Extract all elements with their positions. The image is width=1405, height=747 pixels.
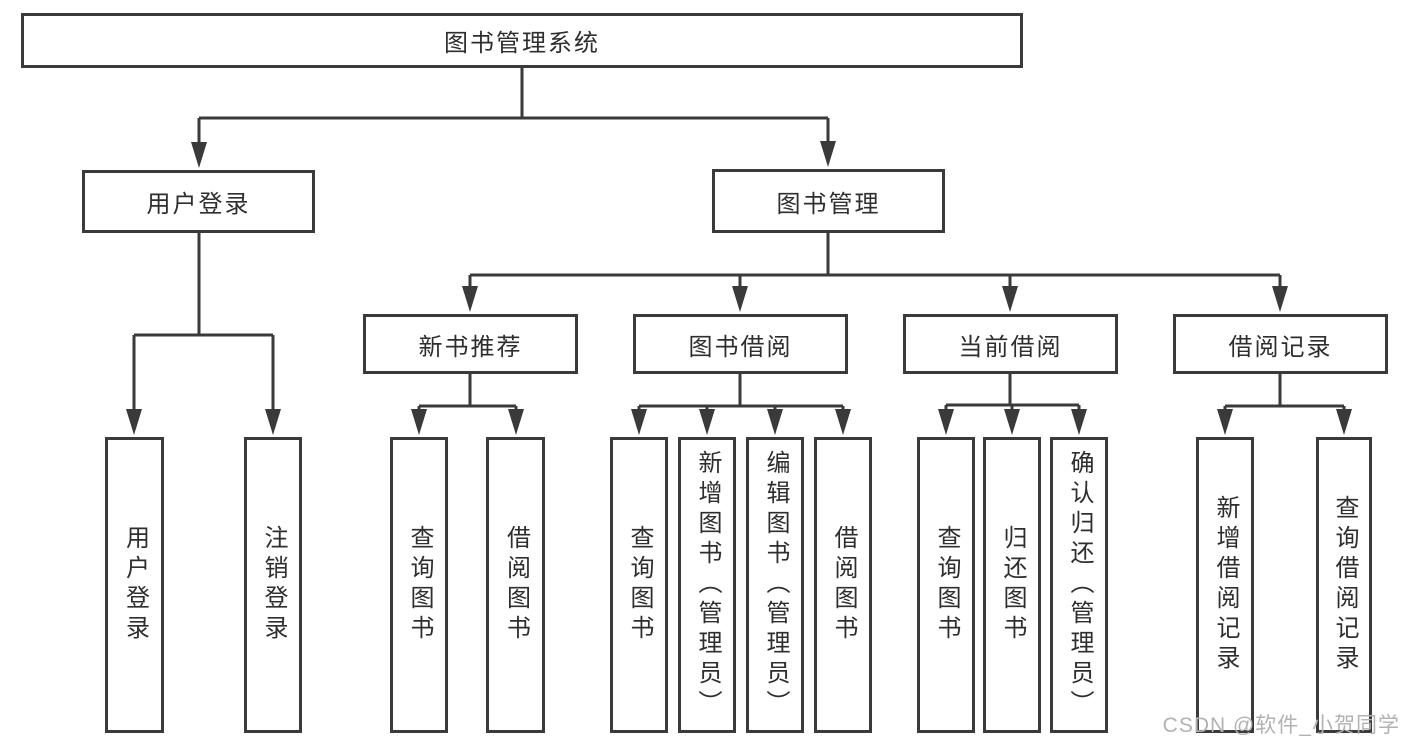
node-label: 图书借阅 [688,333,793,361]
leaf-label: 查询图书 [933,525,960,645]
leaf-label: 注销登录 [260,525,287,645]
node-label: 当前借阅 [958,333,1063,361]
leaf-borrowing-query-books: 查询图书 [610,437,668,733]
leaf-label: 新增图书（管理员） [694,450,721,720]
leaf-label: 查询图书 [406,525,433,645]
arrow-down-icon [820,141,836,167]
connector-records-to-leaves [1223,374,1346,411]
node-label: 用户登录 [146,191,251,218]
leaf-logout: 注销登录 [244,437,302,733]
node-label: 新书推荐 [418,333,523,361]
arrow-down-icon [1217,409,1233,435]
leaf-current-confirm-return-admin: 确认归还（管理员） [1050,437,1108,733]
arrow-down-icon [1071,409,1087,435]
connector-root-to-level2 [197,68,830,144]
leaf-current-query-books: 查询图书 [917,437,975,733]
connector-user-login-to-leaves [132,233,275,411]
node-root-system: 图书管理系统 [21,13,1023,68]
leaf-label: 用户登录 [121,525,149,645]
arrow-down-icon [835,409,851,435]
leaf-current-return-books: 归还图书 [983,437,1041,733]
leaf-borrowing-edit-books-admin: 编辑图书（管理员） [746,437,804,733]
leaf-label: 新增借阅记录 [1212,495,1239,675]
arrow-down-icons [126,141,1352,435]
arrow-down-icon [462,286,478,312]
csdn-watermark: CSDN @软件_小贺同学 [1162,714,1400,737]
arrow-down-icon [265,409,281,435]
leaf-label: 确认归还（管理员） [1066,450,1093,720]
arrow-down-icon [191,142,207,168]
leaf-records-query-record: 查询借阅记录 [1316,437,1372,733]
arrow-down-icon [126,409,142,435]
leaf-user-login: 用户登录 [105,437,164,733]
node-label: 图书管理系统 [444,30,600,57]
node-book-management: 图书管理 [712,169,945,233]
node-borrowing-records: 借阅记录 [1173,314,1388,374]
arrow-down-icon [938,409,954,435]
connector-book-management-to-level3 [468,233,1282,288]
arrow-down-icon [1336,409,1352,435]
arrow-down-icon [1004,409,1020,435]
connector-current-to-leaves [944,374,1081,411]
node-user-login: 用户登录 [82,170,315,233]
leaf-label: 归还图书 [999,525,1026,645]
leaf-label: 借阅图书 [502,525,530,645]
arrow-down-icon [1272,286,1288,312]
leaf-label: 查询借阅记录 [1331,495,1358,675]
connector-borrowing-to-leaves [637,374,845,411]
leaf-borrowing-borrow-books: 借阅图书 [814,437,872,733]
node-book-borrowing: 图书借阅 [633,314,848,374]
connector-new-book-to-leaves [417,374,518,411]
leaf-records-add-record: 新增借阅记录 [1196,437,1254,733]
node-current-borrowing: 当前借阅 [903,314,1118,374]
leaf-label: 查询图书 [626,525,653,645]
arrow-down-icon [699,409,715,435]
leaf-newbook-borrow-books: 借阅图书 [486,437,545,733]
node-label: 借阅记录 [1228,333,1333,361]
arrow-down-icon [1002,286,1018,312]
arrow-down-icon [732,286,748,312]
leaf-newbook-query-books: 查询图书 [390,437,448,733]
leaf-label: 借阅图书 [830,525,857,645]
arrow-down-icon [767,409,783,435]
leaf-label: 编辑图书（管理员） [762,450,789,720]
leaf-borrowing-add-books-admin: 新增图书（管理员） [678,437,736,733]
arrow-down-icon [631,409,647,435]
node-label: 图书管理 [776,190,881,218]
arrow-down-icon [508,409,524,435]
node-new-book-recommendation: 新书推荐 [363,314,578,374]
arrow-down-icon [411,409,427,435]
